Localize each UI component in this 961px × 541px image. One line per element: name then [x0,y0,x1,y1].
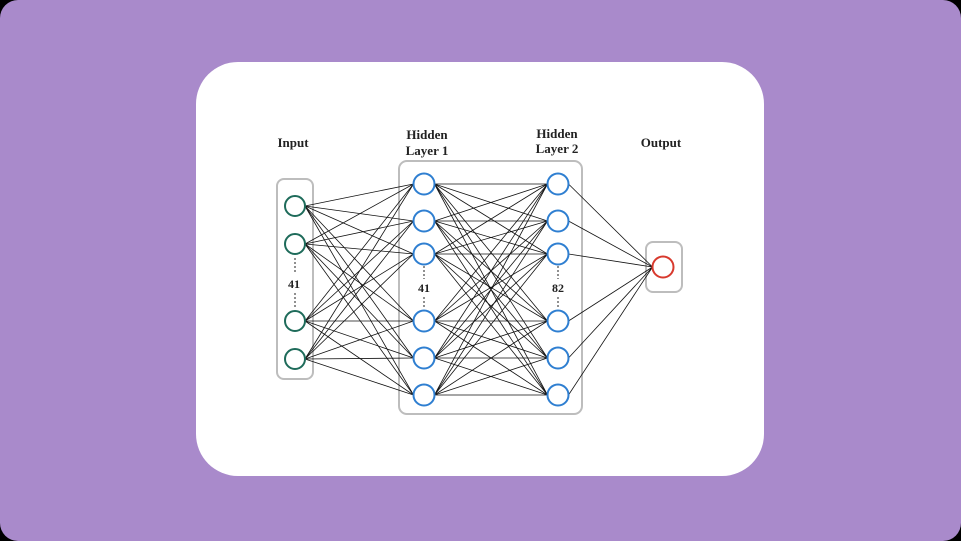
edge-input-3-to-hidden1-3 [304,320,414,360]
hidden2-node-1 [546,209,570,233]
hidden2-node-4 [546,346,570,370]
output-layer-title: Output [641,135,682,150]
edge-input-0-to-hidden1-0 [304,183,414,207]
input-node-1 [284,233,306,255]
edge-input-3-to-hidden1-1 [304,220,414,360]
edge-hidden2-1-to-output-0 [568,220,653,268]
connection-edges [304,183,653,396]
edge-hidden1-4-to-hidden2-2 [434,253,548,359]
edge-input-0-to-hidden1-2 [304,205,414,255]
input-node-0 [284,195,306,217]
hidden-layer-1-title-line-1: Hidden [406,127,448,142]
edge-input-2-to-hidden1-0 [304,183,414,322]
hidden2-node-3 [546,309,570,333]
edge-input-3-to-hidden1-4 [304,357,414,360]
output-layer-group [645,241,683,293]
hidden-layer-2-title-line-2: Layer 2 [536,141,579,156]
hidden2-node-2 [546,242,570,266]
input-count-label: 41 [288,277,300,291]
hidden1-node-4 [412,346,436,370]
neuron-nodes [284,172,675,407]
input-node-2 [284,310,306,332]
hidden-layers-group [398,160,583,415]
hidden1-node-0 [412,172,436,196]
edge-input-0-to-hidden1-4 [304,205,414,359]
hidden-layer-1-title-line-2: Layer 1 [406,143,449,158]
hidden2-count-label: 82 [552,281,564,295]
edge-input-1-to-hidden1-1 [304,220,414,245]
edge-input-1-to-hidden1-3 [304,243,414,322]
edge-hidden1-5-to-hidden2-3 [434,320,548,396]
hidden1-node-2 [412,242,436,266]
output-node-0 [651,255,675,279]
edge-input-1-to-hidden1-0 [304,183,414,245]
edge-hidden2-5-to-output-0 [568,266,653,396]
edge-hidden1-5-to-hidden2-0 [434,183,548,396]
edge-hidden1-5-to-hidden2-1 [434,220,548,396]
edge-input-1-to-hidden1-2 [304,243,414,255]
edge-hidden1-1-to-hidden2-0 [434,183,548,222]
edge-input-1-to-hidden1-5 [304,243,414,396]
edge-hidden2-0-to-output-0 [568,183,653,268]
hidden-layer-2-title-line-1: Hidden [536,126,578,141]
input-layer-title: Input [277,135,309,150]
hidden2-node-0 [546,172,570,196]
input-node-3 [284,348,306,370]
edge-input-1-to-hidden1-4 [304,243,414,359]
edge-hidden1-3-to-hidden2-2 [434,253,548,322]
edge-input-0-to-hidden1-1 [304,205,414,222]
hidden2-node-5 [546,383,570,407]
edge-hidden1-5-to-hidden2-4 [434,357,548,396]
edge-input-2-to-hidden1-5 [304,320,414,396]
edge-hidden2-4-to-output-0 [568,266,653,359]
edge-hidden1-2-to-hidden2-1 [434,220,548,255]
edge-hidden1-4-to-hidden2-3 [434,320,548,359]
hidden1-node-1 [412,209,436,233]
edge-hidden2-2-to-output-0 [568,253,653,268]
edge-hidden2-3-to-output-0 [568,266,653,322]
edge-input-3-to-hidden1-2 [304,253,414,360]
edge-input-3-to-hidden1-5 [304,358,414,396]
hidden1-count-label: 41 [418,281,430,295]
hidden1-node-5 [412,383,436,407]
edge-input-3-to-hidden1-0 [304,183,414,360]
edge-input-2-to-hidden1-2 [304,253,414,322]
edge-hidden1-2-to-hidden2-0 [434,183,548,255]
input-layer-group [276,178,314,380]
edge-input-0-to-hidden1-3 [304,205,414,322]
edge-hidden1-4-to-hidden2-0 [434,183,548,359]
edge-hidden1-3-to-hidden2-0 [434,183,548,322]
edge-hidden1-5-to-hidden2-2 [434,253,548,396]
edge-input-2-to-hidden1-4 [304,320,414,359]
hidden1-node-3 [412,309,436,333]
